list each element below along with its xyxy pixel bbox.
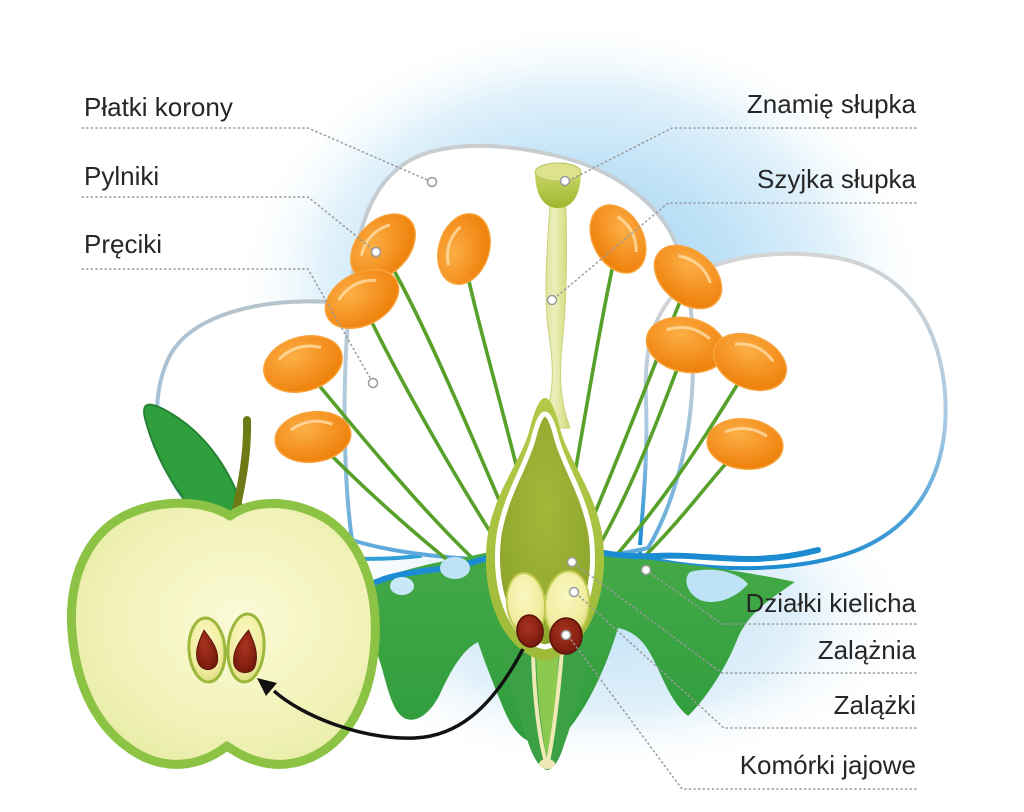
anther bbox=[324, 268, 400, 330]
anther-highlight bbox=[678, 254, 712, 284]
anchor-dot-dzialki bbox=[640, 564, 652, 576]
anchor-dot-znamie bbox=[559, 175, 571, 187]
sepal-sky-gap bbox=[686, 569, 748, 603]
egg-cell-left bbox=[516, 614, 544, 648]
anther-highlight bbox=[446, 225, 462, 266]
label-dzialki-kielicha: Działki kielicha bbox=[746, 588, 917, 618]
stem-core-outline bbox=[531, 648, 564, 764]
anther-highlight bbox=[734, 342, 775, 363]
anther-highlight bbox=[277, 344, 322, 361]
stem-core bbox=[536, 650, 559, 758]
anther-highlight bbox=[616, 215, 638, 252]
leader-szyjka bbox=[554, 202, 917, 299]
label-platki-korony: Płatki korony bbox=[84, 92, 233, 122]
anther-highlight bbox=[359, 223, 391, 256]
anther bbox=[653, 244, 723, 310]
apple-seed-left bbox=[196, 629, 219, 671]
anther bbox=[437, 213, 491, 285]
anther bbox=[263, 335, 343, 393]
seed-arrow-curve bbox=[272, 648, 525, 740]
leader-dzialki bbox=[648, 571, 917, 625]
leader-komorki bbox=[568, 636, 917, 790]
leader-lines bbox=[81, 127, 917, 790]
seed-arrow bbox=[257, 648, 525, 740]
anther-highlight bbox=[666, 326, 711, 340]
anther-highlight bbox=[724, 426, 768, 438]
leader-platki bbox=[81, 127, 433, 183]
style bbox=[541, 205, 571, 429]
anchor-dot-pylniki bbox=[370, 246, 382, 258]
anther bbox=[712, 332, 788, 392]
leader-pylniki bbox=[81, 196, 377, 253]
apple-seed-right bbox=[233, 629, 257, 673]
labels: Płatki korony Pylniki Pręciki Znamię słu… bbox=[84, 89, 917, 780]
anchor-dots bbox=[367, 175, 652, 641]
anchor-dot-zalazki bbox=[568, 586, 580, 598]
anchor-dot-komorki bbox=[560, 629, 572, 641]
seed-arrow-head bbox=[257, 678, 277, 696]
label-pylniki: Pylniki bbox=[84, 161, 159, 191]
sepal-sky-gap bbox=[390, 577, 414, 595]
label-komorki-jajowe: Komórki jajowe bbox=[740, 750, 916, 780]
anther-highlight bbox=[289, 419, 333, 432]
leader-zalazki bbox=[576, 593, 917, 729]
anthers bbox=[263, 204, 788, 470]
sepal-sky-gap bbox=[440, 557, 470, 579]
stigma-top bbox=[534, 162, 582, 182]
petal-right-edge-highlight bbox=[638, 290, 678, 546]
stem-tip bbox=[539, 759, 555, 769]
anchor-dot-preciki bbox=[367, 377, 379, 389]
label-zalazki: Zalążki bbox=[834, 690, 916, 720]
anchor-dot-zalaznia bbox=[566, 556, 578, 568]
label-szyjka-slupka: Szyjka słupka bbox=[757, 164, 916, 194]
leader-zalaznia bbox=[574, 563, 917, 674]
apple bbox=[66, 403, 380, 769]
flower-stem bbox=[500, 648, 590, 770]
label-zalaznia: Zalążnia bbox=[818, 635, 917, 665]
anther-highlight bbox=[337, 278, 376, 301]
leader-preciki bbox=[81, 268, 374, 384]
anchor-dot-szyjka bbox=[546, 294, 558, 306]
leader-znamie bbox=[567, 127, 917, 182]
anchor-dot-platki bbox=[426, 176, 438, 188]
label-preciki: Pręciki bbox=[84, 229, 162, 259]
label-znamie-slupka: Znamię słupka bbox=[747, 89, 917, 119]
